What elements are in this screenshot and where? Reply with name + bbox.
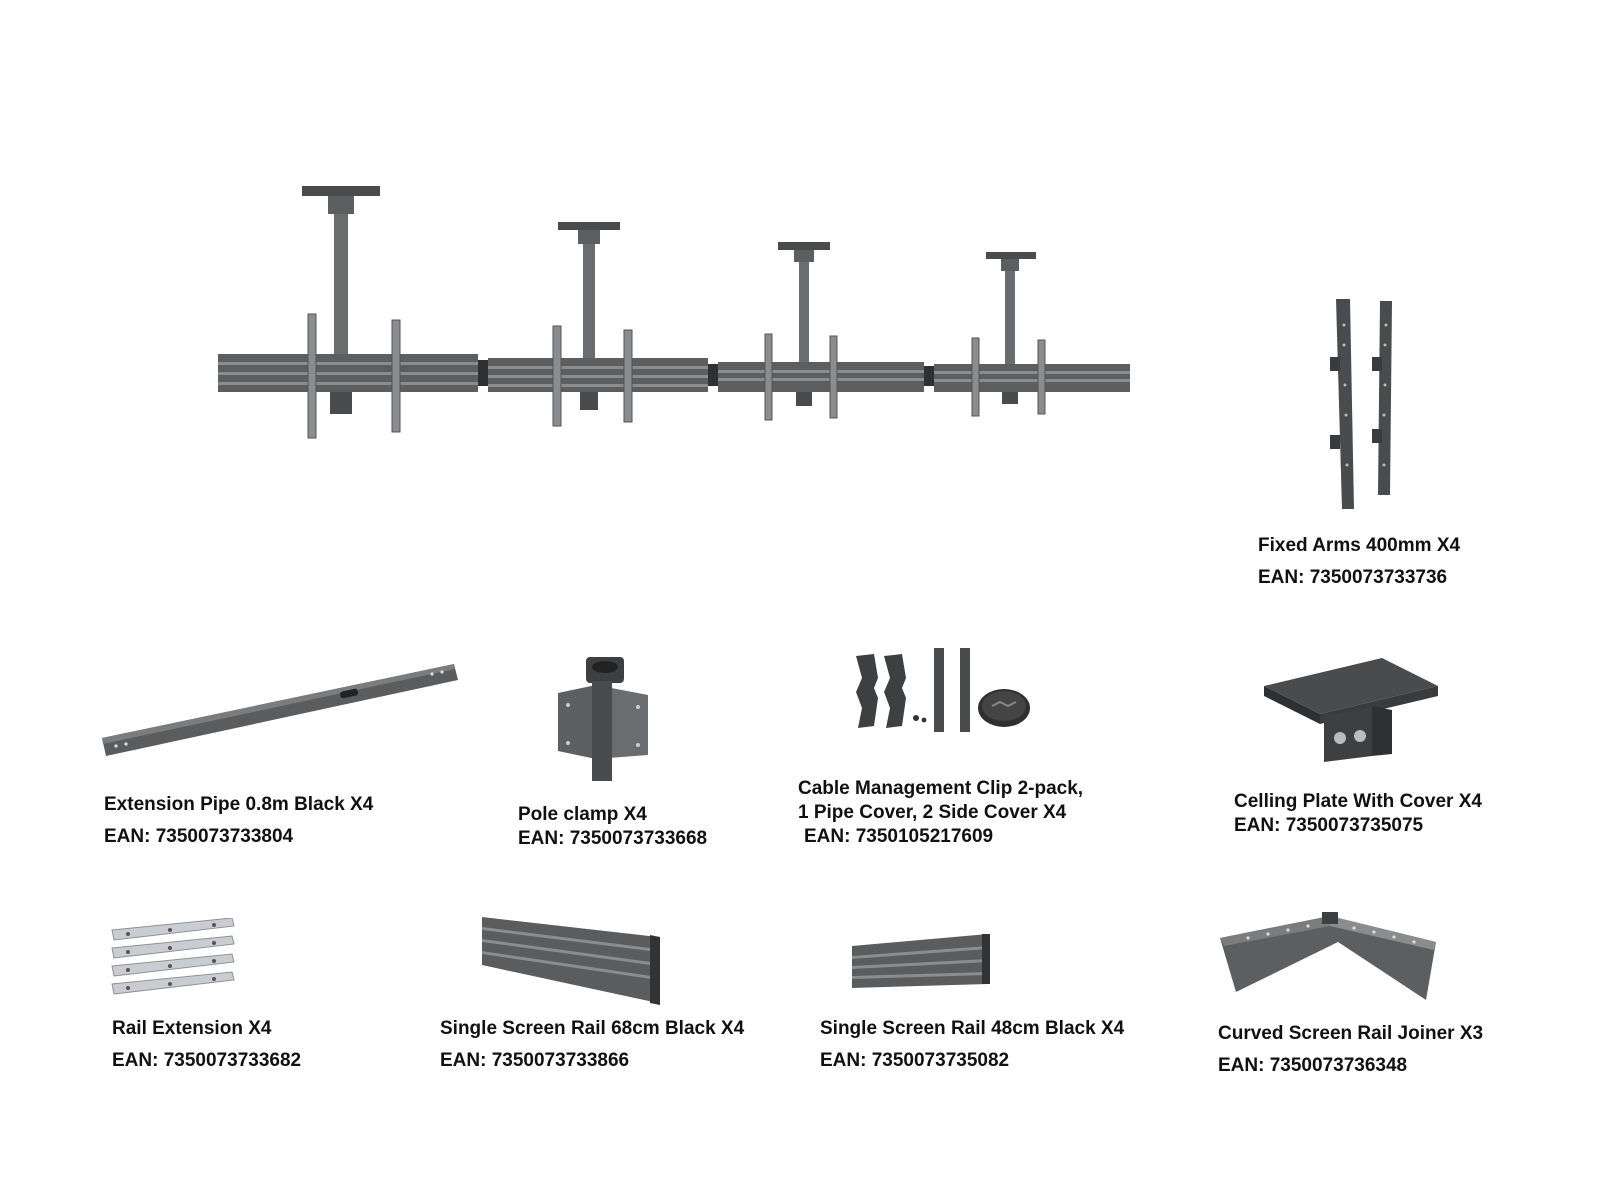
product-name-line1: Cable Management Clip 2-pack, (798, 778, 1084, 799)
assembled-mount-illustration (218, 186, 1130, 439)
cable-clip-icon (856, 648, 1030, 732)
vertical-arm (764, 333, 773, 421)
caption-rail-extension: Rail Extension X4 EAN: 7350073733682 (112, 1017, 301, 1073)
caption-rail-68: Single Screen Rail 68cm Black X4 EAN: 73… (440, 1017, 744, 1073)
pole-clamp-icon (558, 657, 648, 781)
vertical-arm (829, 335, 838, 419)
ceiling-plate-icon (1264, 658, 1438, 762)
caption-ceiling-plate: Celling Plate With Cover X4 EAN: 7350073… (1234, 790, 1482, 838)
vertical-arm (971, 337, 980, 417)
curved-joiner-icon (1220, 912, 1436, 1000)
rail-segment (934, 364, 1130, 392)
ceiling-pole (558, 222, 620, 410)
vertical-arm (307, 313, 317, 439)
product-ean: EAN: 7350073733682 (112, 1050, 302, 1071)
caption-curved-joiner: Curved Screen Rail Joiner X3 EAN: 735007… (1218, 1022, 1483, 1078)
product-name: Curved Screen Rail Joiner X3 (1218, 1023, 1484, 1044)
caption-fixed-arms: Fixed Arms 400mm X4 EAN: 7350073733736 (1258, 534, 1460, 590)
rail-extension-icon (111, 918, 235, 995)
product-ean: EAN: 7350073733804 (104, 826, 294, 847)
product-ean: EAN: 7350073736348 (1218, 1055, 1408, 1076)
vertical-arm (552, 325, 562, 427)
product-name: Pole clamp X4 (518, 804, 647, 825)
extension-pipe-icon (102, 664, 458, 756)
caption-cable-management: Cable Management Clip 2-pack, 1 Pipe Cov… (798, 777, 1083, 849)
caption-pole-clamp: Pole clamp X4 EAN: 7350073733668 (518, 803, 707, 851)
caption-rail-48: Single Screen Rail 48cm Black X4 EAN: 73… (820, 1017, 1124, 1073)
fixed-arms-icon (1330, 299, 1392, 509)
rail-segment (718, 362, 924, 392)
rail-48-icon (852, 934, 990, 988)
rail-68-icon (482, 917, 660, 1005)
product-ean: EAN: 7350073735082 (820, 1050, 1010, 1071)
product-ean: EAN: 7350073733668 (518, 828, 708, 849)
product-name: Extension Pipe 0.8m Black X4 (104, 794, 374, 815)
product-name: Single Screen Rail 48cm Black X4 (820, 1018, 1125, 1039)
rail-segment (218, 354, 478, 392)
product-name-line2: 1 Pipe Cover, 2 Side Cover X4 (798, 802, 1067, 823)
caption-extension-pipe: Extension Pipe 0.8m Black X4 EAN: 735007… (104, 793, 373, 849)
product-name: Fixed Arms 400mm X4 (1258, 535, 1461, 556)
product-ean: EAN: 7350105217609 (804, 826, 994, 847)
vertical-arm (623, 329, 633, 423)
vertical-arm (391, 319, 401, 433)
product-name: Single Screen Rail 68cm Black X4 (440, 1018, 745, 1039)
product-ean: EAN: 7350073733736 (1258, 567, 1448, 588)
ceiling-pole (778, 242, 830, 406)
vertical-arm (1037, 339, 1046, 415)
ceiling-pole (986, 252, 1036, 404)
product-ean: EAN: 7350073735075 (1234, 815, 1424, 836)
product-name: Rail Extension X4 (112, 1018, 272, 1039)
product-ean: EAN: 7350073733866 (440, 1050, 630, 1071)
rail-segment (488, 358, 708, 392)
product-name: Celling Plate With Cover X4 (1234, 791, 1482, 812)
ceiling-pole (302, 186, 380, 414)
